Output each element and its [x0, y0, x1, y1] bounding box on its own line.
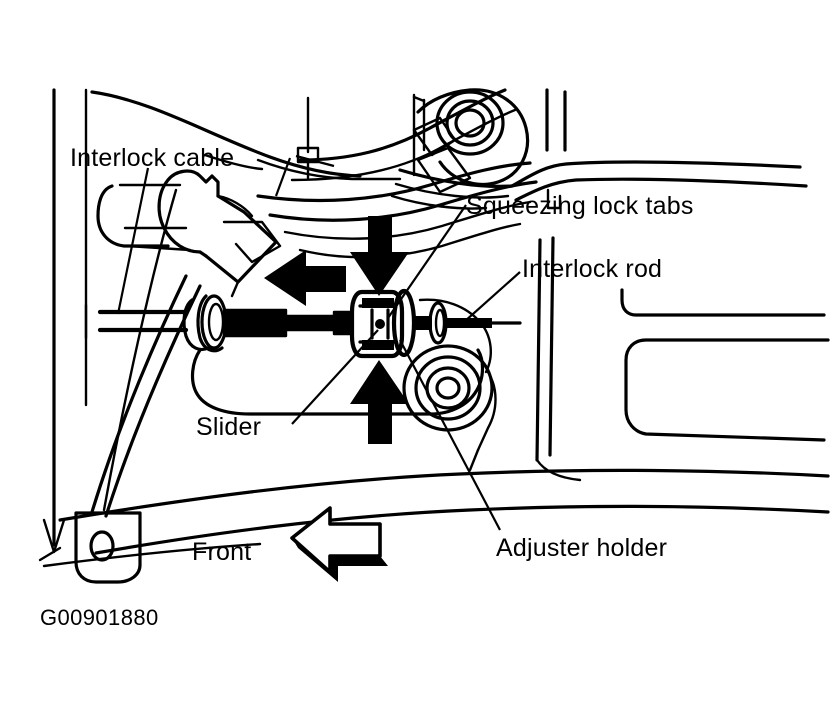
boot-wedge-detail: [222, 220, 282, 264]
cable-boot-left-contour: [157, 178, 202, 254]
annotation-arrows: [264, 216, 409, 582]
cable-strand-3: [283, 200, 532, 240]
right-cable-lower: [514, 177, 808, 202]
right-panel-opening: [624, 338, 830, 442]
rod-shaft-segment-1: [224, 310, 286, 336]
body-seam-foot: [535, 458, 582, 482]
panel-tab-link: [412, 95, 426, 103]
vehicle-body-structure: [38, 88, 830, 584]
cable-run-line-2: [104, 284, 202, 518]
lock-tab-upper: [362, 298, 394, 308]
harness-line-1: [298, 88, 507, 162]
label-slider: Slider: [196, 413, 261, 441]
cable-run-line-1: [90, 274, 188, 514]
interlock-rod-assembly: [84, 288, 522, 472]
grommet-lower-ring-2: [414, 355, 482, 421]
upper-panel-curve-2: [256, 158, 402, 181]
grommet-top-ring-3: [454, 108, 486, 138]
rod-shaft-segment-4: [446, 318, 492, 328]
leader-interlock-cable-a: [116, 167, 150, 315]
bracket-bolt-hole: [89, 530, 115, 562]
cable-boot-angled-body: [204, 194, 278, 284]
upper-panel-curve-1: [90, 90, 362, 178]
lock-tab-lower: [362, 340, 394, 350]
grommet-lower-ring-4: [435, 376, 461, 400]
right-panel-lip-1: [620, 288, 826, 317]
adjuster-housing-outline: [190, 348, 485, 416]
leader-interlock-cable-b: [274, 157, 292, 197]
grommet-top-ring-1: [435, 90, 505, 156]
slider-center-dot: [375, 319, 385, 329]
leader-squeezing-lock-tabs: [387, 204, 467, 319]
upper-panel-curve-3: [203, 153, 264, 171]
figure-caption: G00901880: [40, 605, 159, 630]
leader-interlock-cable-c: [295, 154, 335, 168]
leader-slider: [291, 329, 379, 425]
bracket-strap-2: [394, 182, 510, 199]
bracket-facet-b: [416, 146, 472, 194]
lower-sill-curve-1: [58, 468, 830, 522]
cable-inner-strand: [102, 188, 178, 512]
rod-shaft-outline-1: [222, 308, 288, 338]
squeeze-down-arrow: [350, 216, 409, 296]
leader-lines: [116, 154, 521, 531]
bracket-strap-3: [390, 194, 488, 210]
rod-collar-right-inner: [434, 308, 446, 338]
cable-boot-join: [198, 250, 208, 258]
interlock-cable-assembly: [90, 169, 282, 518]
label-interlock-rod: Interlock rod: [522, 255, 662, 283]
label-interlock-cable: Interlock cable: [70, 144, 234, 172]
body-seam-long-a: [535, 238, 542, 462]
rod-shaft-segment-3: [412, 316, 432, 330]
left-pillar-tick: [38, 546, 62, 562]
body-seam-long-b: [548, 236, 555, 457]
cable-boot-top-shape: [166, 169, 220, 198]
mount-bracket-outline: [74, 511, 142, 584]
rod-shaft-neck: [286, 316, 334, 330]
text-labels: Interlock cable Squeezing lock tabs Inte…: [40, 144, 694, 630]
collar-ring-inner: [207, 302, 225, 342]
grommet-top-ring-2: [445, 99, 495, 147]
leader-adjuster-holder: [399, 339, 501, 531]
squeeze-up-arrow: [350, 360, 409, 444]
cable-strand-1: [256, 161, 532, 203]
right-cable-upper: [510, 160, 802, 188]
grommet-lower-ring-3: [425, 366, 471, 410]
grommet-lower-tail: [468, 448, 480, 472]
lower-sill-curve-2: [94, 504, 830, 555]
cable-boot-crease-2: [230, 280, 240, 298]
front-direction-arrow-shadow: [292, 538, 388, 582]
lower-sill-curve-3: [42, 542, 262, 568]
cable-strand-4: [298, 222, 522, 259]
leader-interlock-rod: [463, 271, 521, 323]
cable-hook-detail: [546, 188, 562, 210]
cable-boot-crease-1: [216, 194, 254, 218]
label-squeezing-lock-tabs: Squeezing lock tabs: [466, 192, 694, 220]
grommet-lower-skirt: [476, 370, 497, 452]
collar-rib-2: [196, 294, 224, 353]
pull-left-arrow: [264, 250, 346, 306]
bracket-strap-1: [398, 168, 514, 188]
cable-boot-left-cap: [96, 184, 170, 248]
label-adjuster-holder: Adjuster holder: [496, 534, 667, 562]
label-front: Front: [192, 538, 251, 566]
adjuster-housing-upper: [418, 298, 492, 374]
